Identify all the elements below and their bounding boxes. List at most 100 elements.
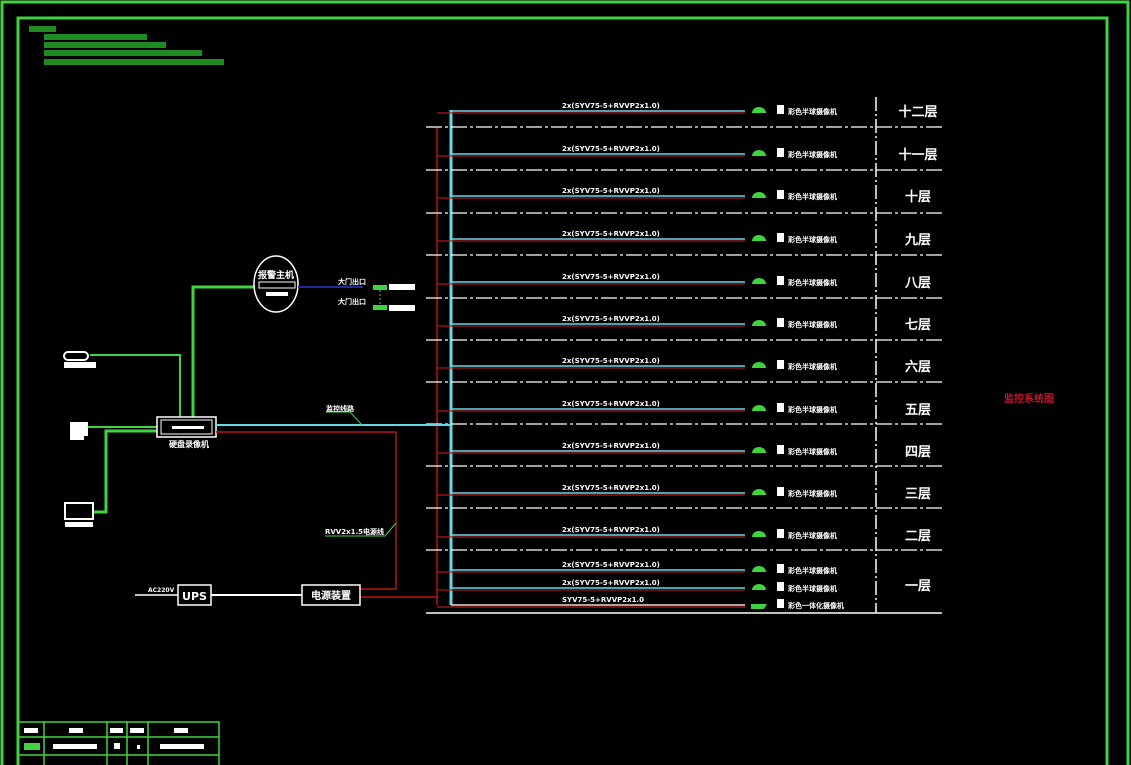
cable-spec: 2x(SYV75-5+RVVP2x1.0) — [562, 145, 660, 153]
camera-marker — [777, 318, 784, 327]
alarm-host[interactable] — [253, 255, 299, 313]
cable-spec: 2x(SYV75-5+RVVP2x1.0) — [562, 579, 660, 587]
dvr-label: 硬盘录像机 — [169, 439, 209, 449]
drawing-notes — [29, 26, 224, 65]
ups-label: UPS — [182, 590, 207, 603]
floor-row: 2x(SYV75-5+RVVP2x1.0) 彩色半球摄像机 十层 — [437, 187, 931, 205]
camera-type: 彩色半球摄像机 — [787, 192, 837, 201]
floor-label: 十二层 — [898, 104, 937, 120]
floor-row: 2x(SYV75-5+RVVP2x1.0) 彩色半球摄像机 2x(SYV75-5+R… — [437, 561, 931, 610]
camera-marker — [777, 190, 784, 199]
camera-type: 彩色半球摄像机 — [787, 447, 837, 456]
floor-row: 2x(SYV75-5+RVVP2x1.0) 彩色半球摄像机 四层 — [437, 442, 931, 460]
camera-marker — [777, 445, 784, 454]
camera-type: 彩色半球摄像机 — [787, 235, 837, 244]
dome-camera-icon[interactable] — [752, 584, 766, 590]
camera-type: 彩色半球摄像机 — [787, 362, 837, 371]
telephone-icon — [63, 351, 96, 368]
floor-label: 六层 — [905, 359, 931, 375]
camera-marker — [777, 564, 784, 573]
power-unit-label: 电源装置 — [311, 589, 351, 602]
cable-spec: 2x(SYV75-5+RVVP2x1.0) — [562, 273, 660, 281]
cable-spec: 2x(SYV75-5+RVVP2x1.0) — [562, 315, 660, 323]
camera-marker — [777, 233, 784, 242]
dome-camera-icon[interactable] — [752, 489, 766, 495]
floor-rows: 2x(SYV75-5+RVVP2x1.0)彩色半球摄像机十二层2x(SYV75-… — [426, 102, 942, 614]
camera-type: 彩色半球摄像机 — [787, 278, 837, 287]
floor-label: 九层 — [904, 233, 931, 248]
floor-row: 2x(SYV75-5+RVVP2x1.0) 彩色半球摄像机 六层 — [437, 357, 931, 375]
legend-table-text — [24, 728, 204, 750]
power-cable-label: RVV2x1.5电源线 — [325, 527, 384, 536]
dome-camera-icon[interactable] — [752, 405, 766, 411]
alarm-host-label: 报警主机 — [258, 269, 294, 281]
ups-input-label: AC220V — [148, 587, 175, 594]
camera-marker — [777, 599, 784, 608]
floor-row: 2x(SYV75-5+RVVP2x1.0) 彩色半球摄像机 十一层 — [437, 145, 938, 163]
camera-type: 彩色半球摄像机 — [787, 107, 837, 116]
camera-marker — [777, 360, 784, 369]
door-contact-icon — [373, 305, 387, 310]
camera-type: 彩色一体化摄像机 — [787, 601, 844, 610]
drawing-title: 监控系统图 — [1004, 392, 1054, 405]
floor-label: 三层 — [905, 487, 931, 502]
cable-spec: 2x(SYV75-5+RVVP2x1.0) — [562, 561, 660, 569]
floor-label: 八层 — [904, 276, 931, 291]
floor-label: 十层 — [905, 189, 931, 205]
floor-row: 2x(SYV75-5+RVVP2x1.0)彩色半球摄像机二层 — [437, 526, 931, 544]
camera-marker — [777, 403, 784, 412]
dome-camera-icon[interactable] — [752, 107, 766, 113]
floor-row: 2x(SYV75-5+RVVP2x1.0) 彩色半球摄像机 九层 — [437, 230, 931, 248]
dome-camera-icon[interactable] — [752, 278, 766, 284]
cable-spec: 2x(SYV75-5+RVVP2x1.0) — [562, 102, 660, 110]
cable-spec: 2x(SYV75-5+RVVP2x1.0) — [562, 526, 660, 534]
floor-row: 2x(SYV75-5+RVVP2x1.0) 彩色半球摄像机 三层 — [437, 484, 931, 502]
floor-label: 十一层 — [898, 147, 937, 163]
floor-label: 一层 — [905, 579, 931, 594]
cable-spec: 2x(SYV75-5+RVVP2x1.0) — [562, 400, 660, 408]
dome-camera-icon[interactable] — [752, 362, 766, 368]
floor-label: 四层 — [905, 445, 931, 460]
dome-camera-icon[interactable] — [752, 235, 766, 241]
box-camera-icon[interactable] — [751, 604, 767, 609]
cable-spec: 2x(SYV75-5+RVVP2x1.0) — [562, 442, 660, 450]
camera-type: 彩色半球摄像机 — [787, 320, 837, 329]
camera-type: 彩色半球摄像机 — [787, 489, 837, 498]
dome-camera-icon[interactable] — [752, 192, 766, 198]
inner-frame — [16, 16, 1109, 765]
dome-camera-icon[interactable] — [752, 566, 766, 572]
camera-marker — [777, 582, 784, 591]
floor-row: 2x(SYV75-5+RVVP2x1.0) 彩色半球摄像机 七层 — [437, 315, 931, 333]
floor-label: 二层 — [905, 529, 931, 544]
floor-row: 2x(SYV75-5+RVVP2x1.0) 彩色半球摄像机 五层 — [437, 400, 931, 418]
alarm-output-1: 大门出口 — [338, 277, 366, 286]
cable-spec: 2x(SYV75-5+RVVP2x1.0) — [562, 230, 660, 238]
floor-label: 七层 — [905, 318, 931, 333]
camera-type: 彩色半球摄像机 — [787, 584, 837, 593]
floor-row: 2x(SYV75-5+RVVP2x1.0) 彩色半球摄像机 十二层 — [437, 102, 938, 120]
camera-type: 彩色半球摄像机 — [787, 150, 837, 159]
camera-marker — [777, 276, 784, 285]
floor-row: 2x(SYV75-5+RVVP2x1.0) 彩色半球摄像机 八层 — [437, 273, 931, 291]
legend-table — [17, 721, 220, 765]
dome-camera-icon[interactable] — [752, 447, 766, 453]
floor-label: 五层 — [905, 403, 931, 418]
dome-camera-icon[interactable] — [752, 531, 766, 537]
dome-camera-icon[interactable] — [752, 320, 766, 326]
power-unit[interactable] — [301, 584, 361, 606]
camera-marker — [777, 529, 784, 538]
cable-spec: 2x(SYV75-5+RVVP2x1.0) — [562, 357, 660, 365]
keyboard-phone-icon — [70, 422, 88, 440]
dvr[interactable] — [156, 416, 217, 438]
camera-marker — [777, 487, 784, 496]
camera-marker — [777, 148, 784, 157]
riser-label: 监控线路 — [326, 404, 355, 413]
camera-type: 彩色半球摄像机 — [787, 566, 837, 575]
camera-type: 彩色半球摄像机 — [787, 405, 837, 414]
cable-spec: 2x(SYV75-5+RVVP2x1.0) — [562, 484, 660, 492]
cable-spec: SYV75-5+RVVP2x1.0 — [562, 596, 644, 604]
cable-spec: 2x(SYV75-5+RVVP2x1.0) — [562, 187, 660, 195]
dome-camera-icon[interactable] — [752, 150, 766, 156]
